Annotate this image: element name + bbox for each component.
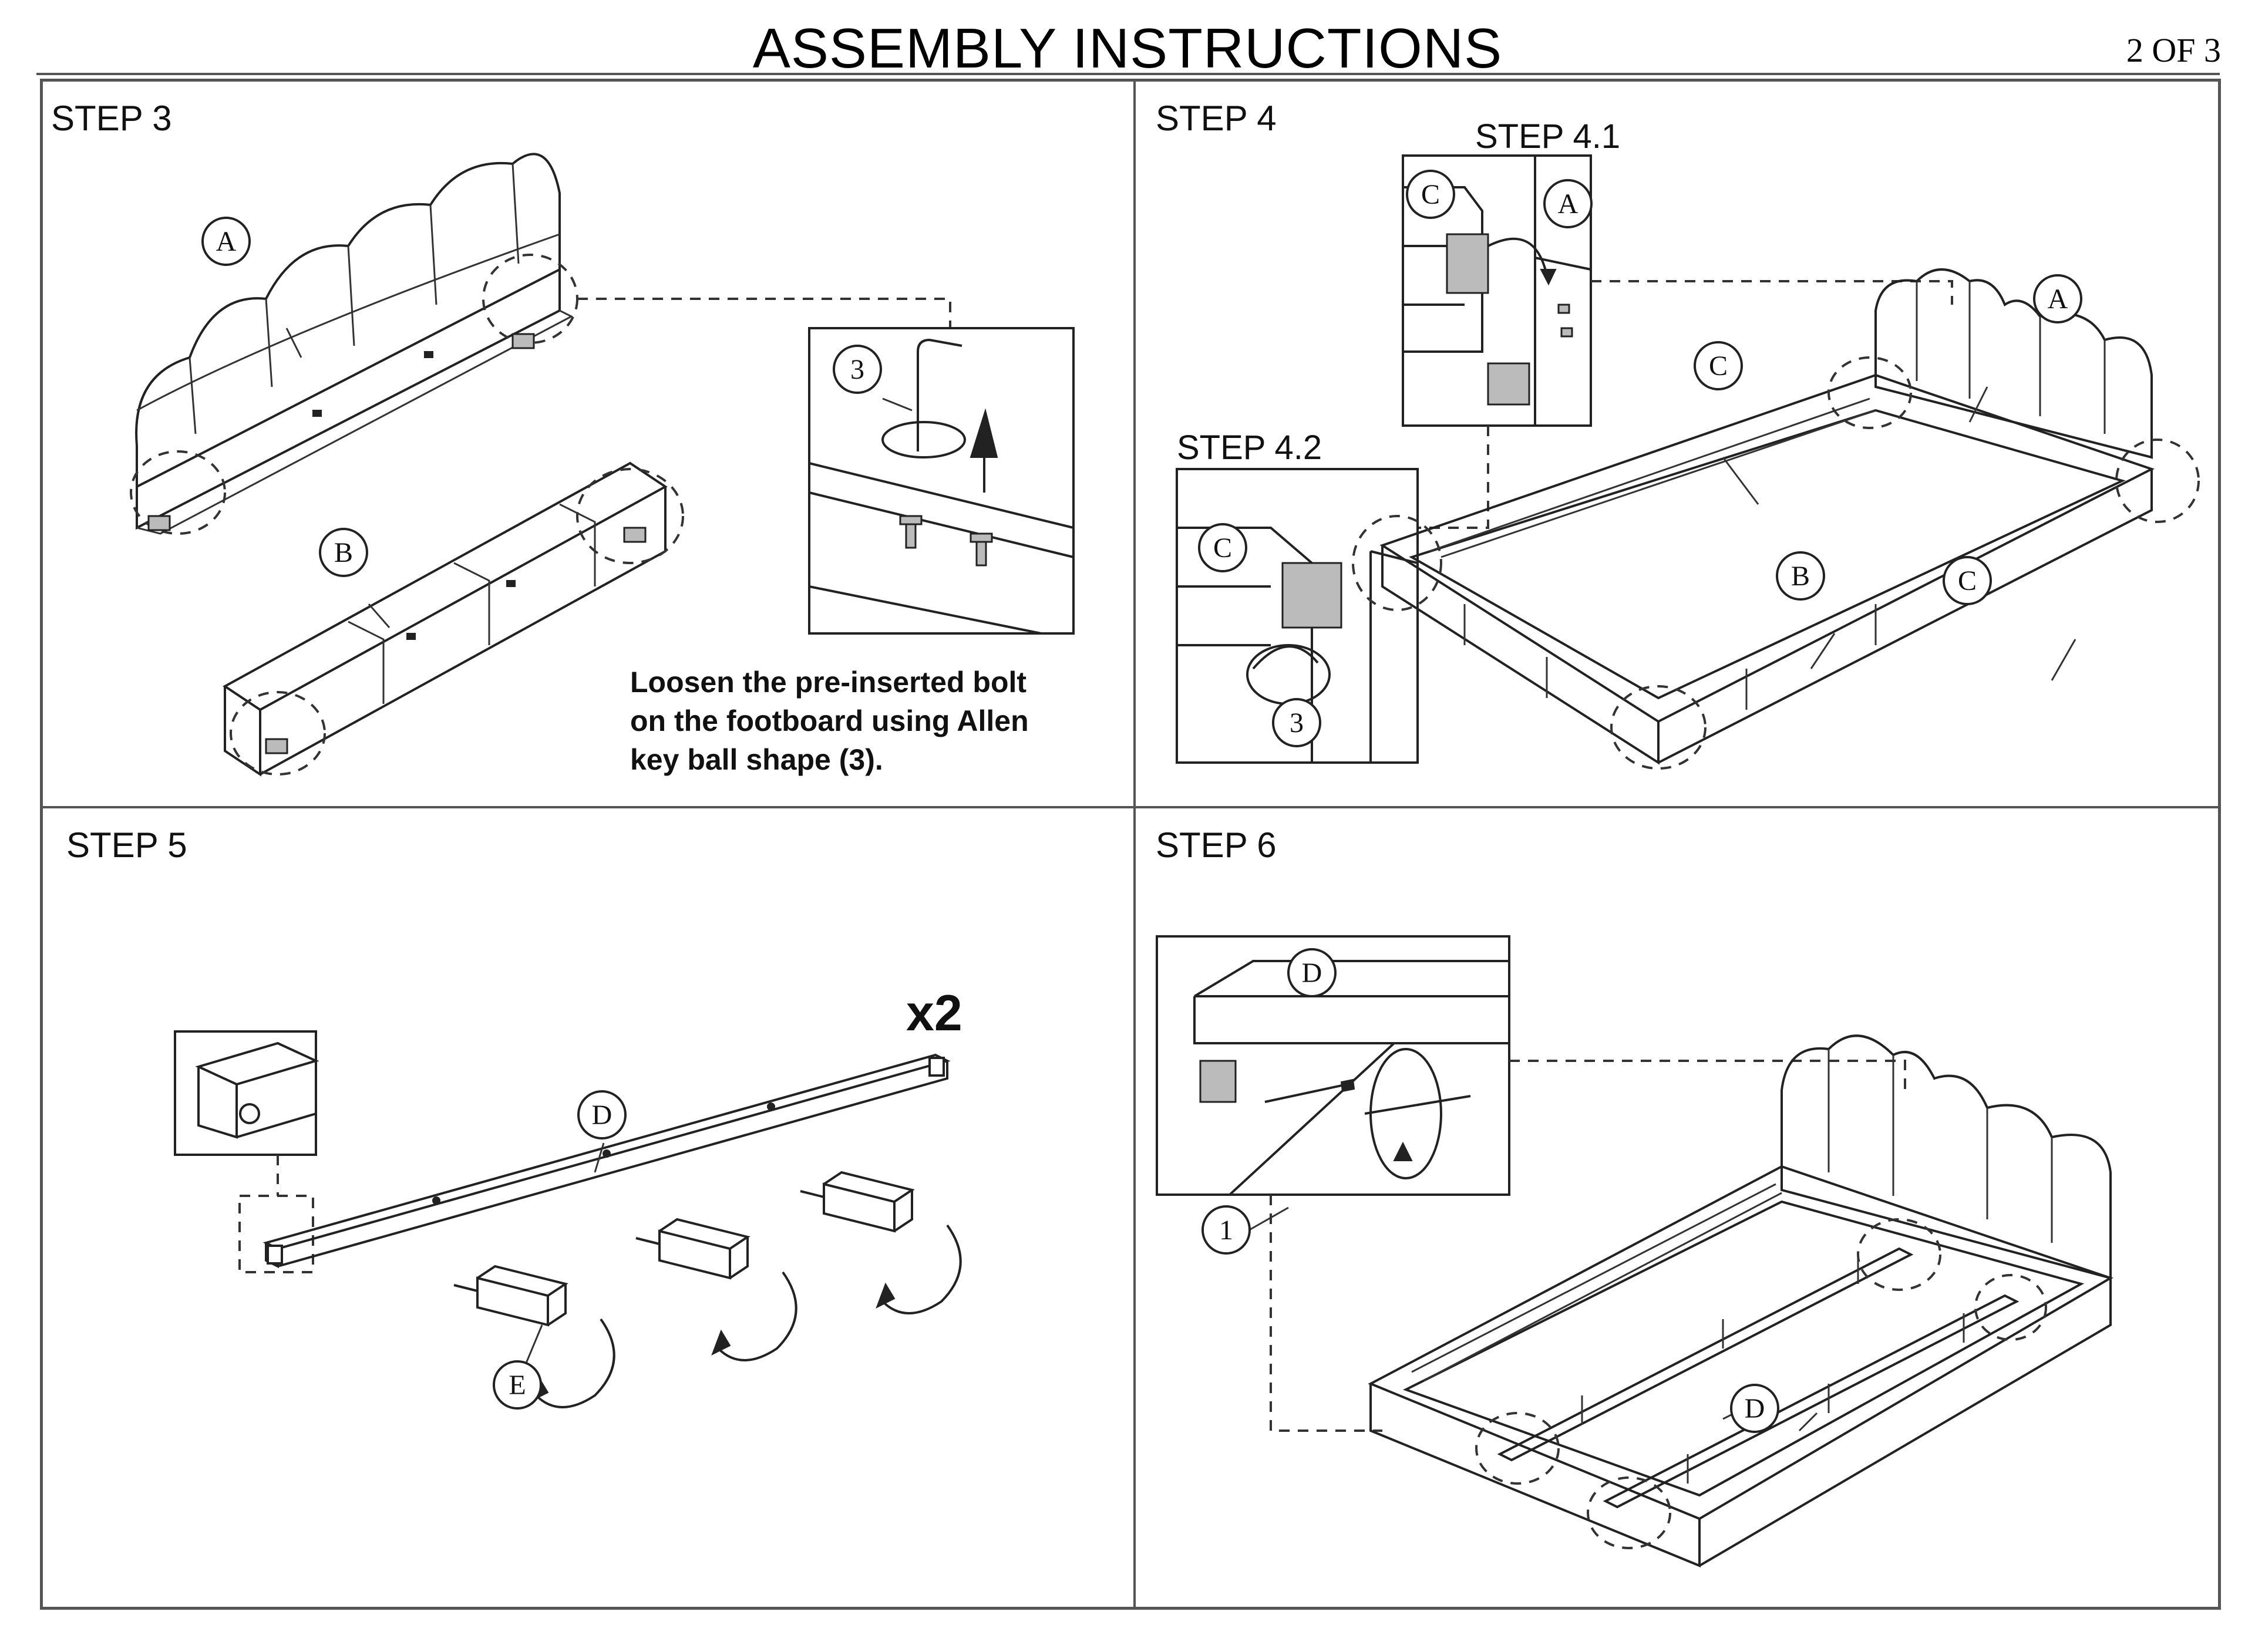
detail-circle-slat-back-right	[1974, 1274, 2047, 1341]
note-line-3: key ball shape (3).	[630, 743, 883, 776]
slat-1	[1497, 1247, 1914, 1462]
step-4-panel: STEP 4 STEP 4.1 STEP 4.2 C A C 3 C A B C	[1136, 82, 2221, 805]
callout-4-1-a: A	[1543, 179, 1593, 228]
detail-circle-frame-front	[1610, 685, 1707, 770]
detail-circle-frame-back	[1827, 356, 1912, 429]
step-4-1-label: STEP 4.1	[1475, 117, 1621, 156]
callout-b: B	[319, 528, 368, 577]
step-3-panel: STEP 3 A B 3 Loosen the pre-inserted bol…	[43, 82, 1132, 805]
title-rule	[36, 73, 2220, 75]
detail-circle-footboard-right	[576, 468, 684, 564]
step-6-illustration	[1156, 935, 2113, 1567]
vertical-divider	[1133, 82, 1136, 1607]
note-line-2: on the footboard using Allen	[630, 704, 1029, 737]
detail-circle-footboard-left	[230, 691, 326, 776]
detail-circle-slat-back	[1857, 1218, 1941, 1291]
detail-circle-headboard-right	[482, 254, 578, 344]
slat-2	[1603, 1294, 2020, 1509]
page-number: 2 OF 3	[2126, 31, 2221, 69]
footboard-b-drawing	[223, 461, 668, 777]
headboard-a-drawing	[135, 153, 574, 535]
detail-circle-frame-left	[1352, 515, 1442, 611]
detail-circle-slat-front-left	[1475, 1412, 1560, 1485]
step-5-label: STEP 5	[66, 825, 187, 865]
callout-e: E	[493, 1360, 542, 1410]
steps-grid: STEP 3 A B 3 Loosen the pre-inserted bol…	[40, 79, 2221, 1610]
step-4-label: STEP 4	[1156, 99, 1277, 138]
callout-4-1-c: C	[1406, 170, 1455, 219]
step-3-illustration	[130, 153, 1075, 777]
detail-circle-slat-front-right	[1587, 1476, 1671, 1549]
page-title: ASSEMBLY INSTRUCTIONS	[752, 17, 1503, 80]
callout-d: D	[577, 1090, 627, 1139]
callout-a: A	[201, 217, 251, 266]
callout-4-2-c: C	[1198, 523, 1247, 572]
callout-frame-c2: C	[1943, 556, 1992, 605]
step-5-illustration	[174, 1030, 962, 1408]
end-cap-inset	[174, 1030, 319, 1156]
quantity-multiplier: x2	[906, 985, 962, 1041]
slat-d-drawing	[262, 1053, 951, 1269]
callout-frame-a: A	[2033, 274, 2082, 323]
callout-4-2-tool: 3	[1272, 698, 1321, 747]
bolt-1	[899, 515, 923, 549]
callout-frame-b: B	[1776, 551, 1825, 601]
note-line-1: Loosen the pre-inserted bolt	[630, 666, 1027, 699]
callout-inset-d: D	[1287, 948, 1337, 997]
step-3-label: STEP 3	[51, 99, 172, 138]
step-5-panel: STEP 5 x2 D E	[43, 808, 1132, 1608]
callout-tool-1: 1	[1201, 1205, 1251, 1255]
leg-e-3	[800, 1171, 962, 1314]
step-3-note: Loosen the pre-inserted bolt on the foot…	[630, 663, 1029, 779]
leg-e-2	[635, 1218, 797, 1361]
step-6-label: STEP 6	[1156, 825, 1277, 865]
step-4-2-label: STEP 4.2	[1177, 429, 1322, 467]
detail-circle-frame-right	[2115, 439, 2200, 523]
horizontal-divider	[43, 806, 2218, 808]
bed-with-slats-drawing	[1368, 1034, 2113, 1567]
callout-frame-c1: C	[1694, 341, 1743, 390]
detail-circle-headboard-left	[130, 450, 226, 535]
callout-tool-3: 3	[833, 345, 882, 394]
bolt-2	[970, 532, 993, 567]
bed-frame-drawing	[1379, 268, 2155, 765]
callout-d: D	[1730, 1384, 1779, 1433]
step-6-panel: STEP 6 D 1 D	[1136, 808, 2221, 1608]
